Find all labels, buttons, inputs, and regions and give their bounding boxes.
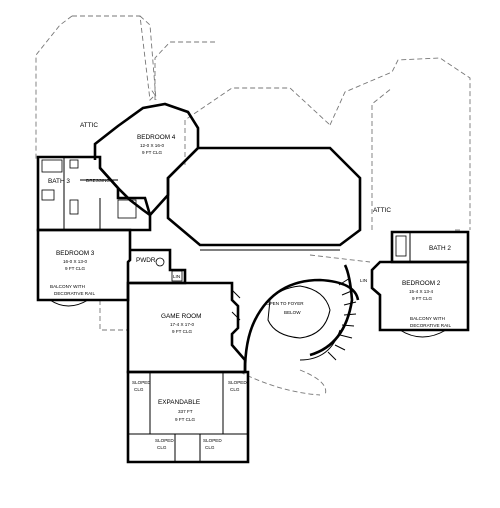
- bedroom-2-name: BEDROOM 2: [402, 280, 441, 287]
- balcony-left-line2: DECORATIVE RAIL: [54, 291, 95, 296]
- room-labels: ATTIC ATTIC BEDROOM 4 12-0 X 16-0 9 FT C…: [48, 122, 451, 450]
- expandable: [126, 370, 250, 464]
- sloped-left-line2: CLG: [134, 387, 144, 392]
- sloped-right-line2: CLG: [230, 387, 240, 392]
- bedroom-4-name: BEDROOM 4: [137, 134, 176, 141]
- bath-3-label: BATH 3: [48, 178, 70, 185]
- game-room-name: GAME ROOM: [161, 313, 201, 320]
- balcony-left-line1: BALCONY WITH: [50, 284, 85, 289]
- foyer-stair: [243, 264, 360, 373]
- bedroom-3-size: 16-0 X 13-0: [63, 259, 87, 264]
- bedroom-3: [36, 228, 132, 307]
- sloped-bottom-left-line1: SLOPED: [155, 438, 174, 443]
- game-room-ceiling: 9 FT CLG: [172, 329, 193, 334]
- bath-3-block: [36, 155, 152, 232]
- game-room-size: 17-4 X 17-0: [170, 322, 194, 327]
- bedroom-3-ceiling: 9 FT CLG: [65, 266, 86, 271]
- lin-right-label: LIN: [360, 278, 367, 283]
- bedroom-4-ceiling: 9 FT CLG: [142, 150, 163, 155]
- balcony-right-line2: DECORATIVE RAIL: [410, 323, 451, 328]
- sloped-bottom-right-line1: SLOPED: [203, 438, 222, 443]
- foyer-line1: OPEN TO FOYER: [266, 301, 304, 306]
- sloped-right-line1: SLOPED: [228, 380, 247, 385]
- roof-outline: [35, 15, 471, 396]
- foyer-line2: BELOW: [284, 310, 301, 315]
- attic-left-label: ATTIC: [80, 122, 98, 129]
- bedroom-3-name: BEDROOM 3: [56, 250, 95, 257]
- bedroom-2-size: 15-4 X 13-4: [409, 289, 433, 294]
- expandable-name: EXPANDABLE: [158, 399, 200, 406]
- expandable-ceiling: 9 FT CLG: [175, 417, 196, 422]
- bedroom-4-size: 12-0 X 16-0: [140, 143, 164, 148]
- lin-left-label: LIN: [173, 274, 180, 279]
- sloped-bottom-right-line2: CLG: [205, 445, 215, 450]
- sloped-bottom-left-line2: CLG: [157, 445, 167, 450]
- dressing-label: DRESSING: [86, 178, 110, 183]
- bedroom-2: [370, 260, 470, 338]
- bedroom-4: [93, 102, 200, 217]
- central-hall: [166, 146, 362, 251]
- game-room: [126, 281, 247, 374]
- expandable-area: 337 FT: [178, 409, 193, 414]
- attic-right-label: ATTIC: [373, 207, 391, 214]
- balcony-right-line1: BALCONY WITH: [410, 316, 445, 321]
- bath-2-label: BATH 2: [429, 245, 451, 252]
- sloped-left-line1: SLOPED: [132, 380, 151, 385]
- pwdr-label: PWDR: [136, 257, 156, 264]
- bedroom-2-ceiling: 9 FT CLG: [412, 296, 433, 301]
